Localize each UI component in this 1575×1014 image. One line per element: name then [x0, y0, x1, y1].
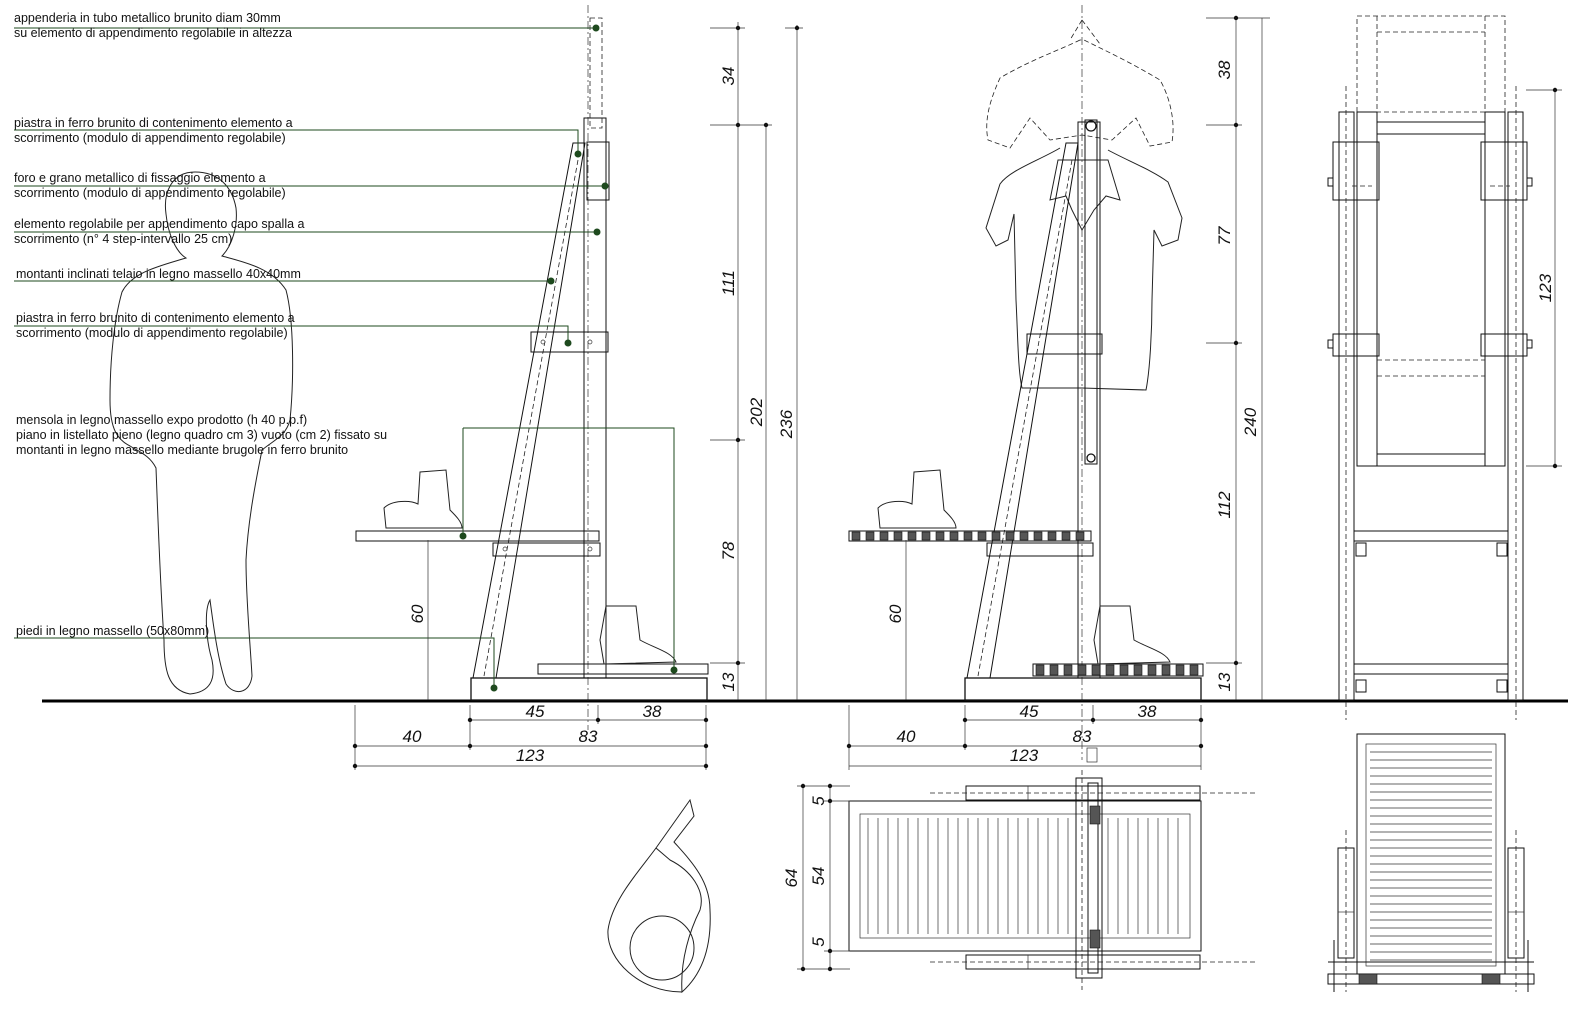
shelf-slat: [1033, 531, 1043, 541]
shelf-slat: [1105, 664, 1115, 676]
dim2-overall: 240: [1241, 407, 1260, 437]
dim2-front-depth: 45: [1020, 702, 1039, 721]
note-hanger-rod: appenderia in tubo metallico brunito dia…: [14, 11, 292, 40]
note-inclined-uprights: montanti inclinati telaio in legno masse…: [16, 267, 301, 281]
shelf-slat: [1091, 664, 1101, 676]
shelf-slat: [879, 531, 889, 541]
dim2-base: 13: [1215, 672, 1234, 691]
dim-overhang: 40: [403, 727, 422, 746]
shelf-slat: [949, 531, 959, 541]
dim2-overhang: 40: [897, 727, 916, 746]
dim-overall: 236: [777, 409, 796, 439]
dim-total-depth: 123: [516, 746, 545, 765]
human-silhouette: [109, 171, 294, 695]
dim-back-depth: 38: [643, 702, 662, 721]
note-shelf: mensola in legno massello expo prodotto …: [16, 413, 388, 457]
shelf-slat: [935, 531, 945, 541]
shelf-slat: [865, 531, 875, 541]
shelf-slat: [893, 531, 903, 541]
plan-view-front: [1327, 733, 1535, 992]
dim2-shelf-height: 60: [886, 604, 905, 623]
side-view-1-dimensions: 34 111 202 236 78 13 60 45 38 40 83 123: [352, 22, 803, 770]
side-view-dressed: [848, 5, 1204, 760]
shelf-slat: [1175, 664, 1185, 676]
shelf-slat: [1077, 664, 1087, 676]
annotation-leaders: [14, 24, 678, 692]
shelf-slat: [1133, 664, 1143, 676]
dim-shelf-height: 60: [408, 604, 427, 623]
dim-plan-margin-top: 5: [809, 796, 828, 806]
dim2-total-depth: 123: [1010, 746, 1039, 765]
note-feet: piedi in legno massello (50x80mm): [16, 624, 210, 638]
dim2-base-depth: 83: [1073, 727, 1092, 746]
dim-middle: 202: [747, 397, 766, 427]
shelf-slat: [1075, 531, 1085, 541]
shelf-slat: [991, 531, 1001, 541]
dim-plan-overall: 64: [782, 869, 801, 888]
shelf-slat: [851, 531, 861, 541]
side-view-annotated: [355, 5, 709, 730]
shelf-slat: [977, 531, 987, 541]
shelf-slat: [963, 531, 973, 541]
dim2-middle: 112: [1215, 491, 1234, 519]
dim-upper: 111: [719, 270, 738, 296]
side-view-2-dimensions: 38 77 240 112 13 60 45 38 40 83 123: [846, 15, 1270, 770]
dim-lower: 78: [719, 541, 738, 560]
shelf-slat: [1047, 531, 1057, 541]
dim-base-depth: 83: [579, 727, 598, 746]
dim-base: 13: [719, 672, 738, 691]
shelf-slat: [1189, 664, 1199, 676]
plan-view: 5 54 5 64: [782, 770, 1256, 990]
note-sliding-plate-top: piastra in ferro brunito di contenimento…: [14, 116, 293, 145]
dim2-back-depth: 38: [1138, 702, 1157, 721]
dim-plan-margin-bottom: 5: [809, 937, 828, 947]
front-view: 123: [1327, 15, 1562, 720]
note-adjustable-element: elemento regolabile per appendimento cap…: [14, 217, 305, 246]
shelf-slat: [1035, 664, 1045, 676]
shelf-slat: [1119, 664, 1129, 676]
shelf-slat: [907, 531, 917, 541]
dim-front-depth: 45: [526, 702, 545, 721]
note-sliding-plate-bottom: piastra in ferro brunito di contenimento…: [16, 311, 295, 340]
shelf-slat: [1147, 664, 1157, 676]
grip-detail-sketch: [607, 798, 711, 994]
note-fixing-hole: foro e grano metallico di fissaggio elem…: [14, 171, 286, 200]
shelf-slat: [1049, 664, 1059, 676]
shelf-slat: [1161, 664, 1171, 676]
dim-adjust-range: 123: [1536, 273, 1555, 302]
dim-plan-shelf-depth: 54: [809, 867, 828, 886]
shelf-slat: [1063, 664, 1073, 676]
shelf-slat: [921, 531, 931, 541]
shelf-slat: [1019, 531, 1029, 541]
dim-top-offset: 34: [719, 67, 738, 86]
dim2-upper: 77: [1215, 226, 1234, 245]
dim2-top-offset: 38: [1215, 60, 1234, 79]
shelf-slat: [1005, 531, 1015, 541]
shelf-slat: [1061, 531, 1071, 541]
